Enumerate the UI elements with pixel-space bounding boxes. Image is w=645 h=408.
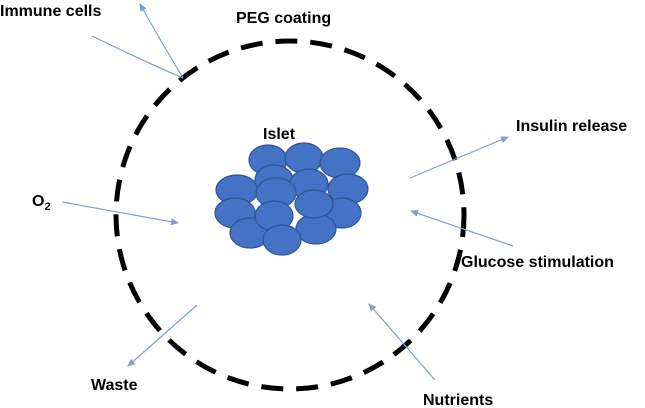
waste-label: Waste [91,377,138,394]
waste-arrow [127,304,198,367]
immune-cells-label: Immune cells [0,3,101,20]
islet-cell-cluster [214,142,369,256]
peg-coating-membrane [113,38,467,392]
peg-coating-label: PEG coating [236,10,331,27]
islet-cell [284,142,324,174]
o2-arrow [61,201,179,226]
islet-cell [294,189,334,219]
immune-cells-arrow-deflected [139,3,184,79]
islet-label: Islet [263,126,296,143]
glucose-stimulation-label: Glucose stimulation [461,254,614,271]
o2-label: O2 [32,193,51,213]
islet-cell [262,224,302,256]
arrows [61,3,514,381]
glucose-stimulation-arrow [410,209,514,247]
islet-cell [319,147,361,179]
immune-cells-arrow [91,35,184,79]
insulin-release-label: Insulin release [516,118,627,135]
o2-label-subscript: 2 [44,201,50,213]
nutrients-label: Nutrients [423,392,493,408]
o2-label-main: O [32,193,44,210]
insulin-release-arrow [409,136,509,179]
nutrients-arrow [368,303,436,381]
